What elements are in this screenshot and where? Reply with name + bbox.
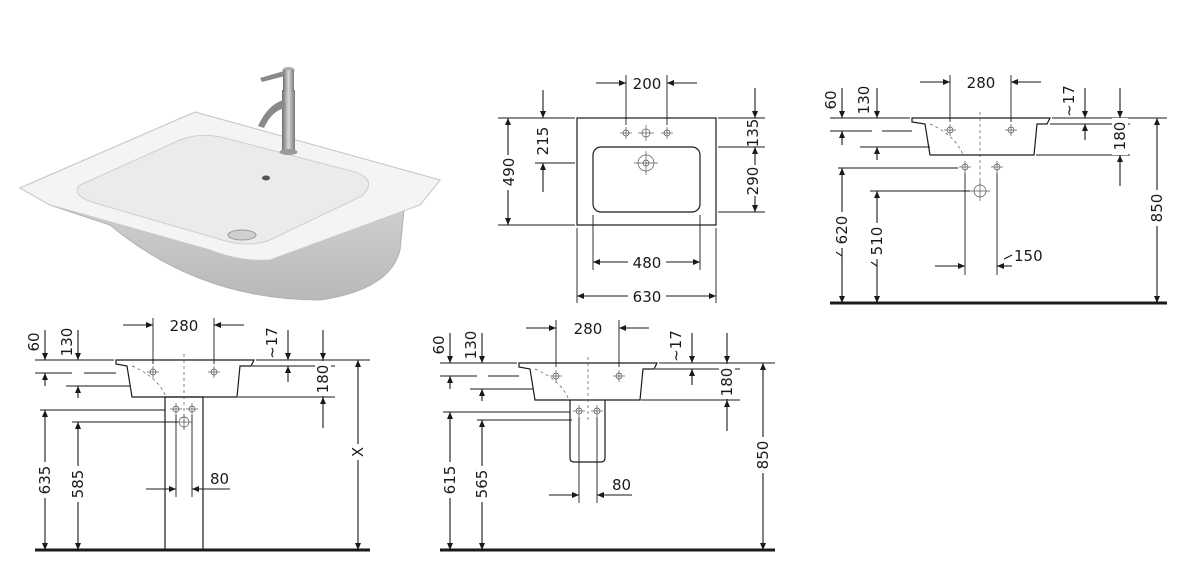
dim-490: 490	[500, 158, 518, 187]
dim-280: 280	[170, 317, 199, 335]
dim-130: 130	[855, 86, 873, 115]
dim-630: 630	[633, 288, 662, 306]
dim-850: 850	[1148, 194, 1166, 223]
side-view-wall: 280 60 130 620 510 150 ~17	[822, 74, 1167, 305]
dim-280: 280	[967, 74, 996, 92]
dim-150: 150	[1014, 247, 1043, 265]
dim-180: 180	[314, 365, 332, 394]
dim-585: 585	[69, 470, 87, 499]
dim-60: 60	[822, 90, 840, 109]
washbasin-illustration	[18, 67, 441, 301]
dim-200: 200	[633, 75, 662, 93]
side-view-semipedestal: 280 60 130 615 565 80 ~17 1	[430, 320, 775, 552]
dim-620: 620	[833, 216, 851, 245]
dim-510: 510	[868, 227, 886, 256]
dim-130: 130	[462, 331, 480, 360]
dim-565: 565	[473, 470, 491, 499]
side-view-pedestal: 280 60 130 635 585 80 ~17 1	[25, 317, 370, 552]
dim-80: 80	[612, 476, 631, 494]
dim-17: ~17	[667, 330, 685, 362]
dim-215: 215	[534, 127, 552, 156]
dim-60: 60	[430, 335, 448, 354]
top-view: 200 480 630 490 215 135 290	[498, 75, 765, 306]
dim-80: 80	[210, 470, 229, 488]
dim-60: 60	[25, 332, 43, 351]
dim-635: 635	[36, 466, 54, 495]
dim-17: ~17	[1060, 85, 1078, 117]
dim-615: 615	[441, 466, 459, 495]
dim-17: ~17	[263, 327, 281, 359]
dim-135: 135	[744, 119, 762, 148]
dim-180: 180	[718, 368, 736, 397]
dim-x: X	[349, 447, 367, 457]
dim-850: 850	[754, 441, 772, 470]
dim-480: 480	[633, 254, 662, 272]
dim-130: 130	[58, 328, 76, 357]
dim-180: 180	[1111, 122, 1129, 151]
dim-280: 280	[574, 320, 603, 338]
dim-290: 290	[744, 167, 762, 196]
